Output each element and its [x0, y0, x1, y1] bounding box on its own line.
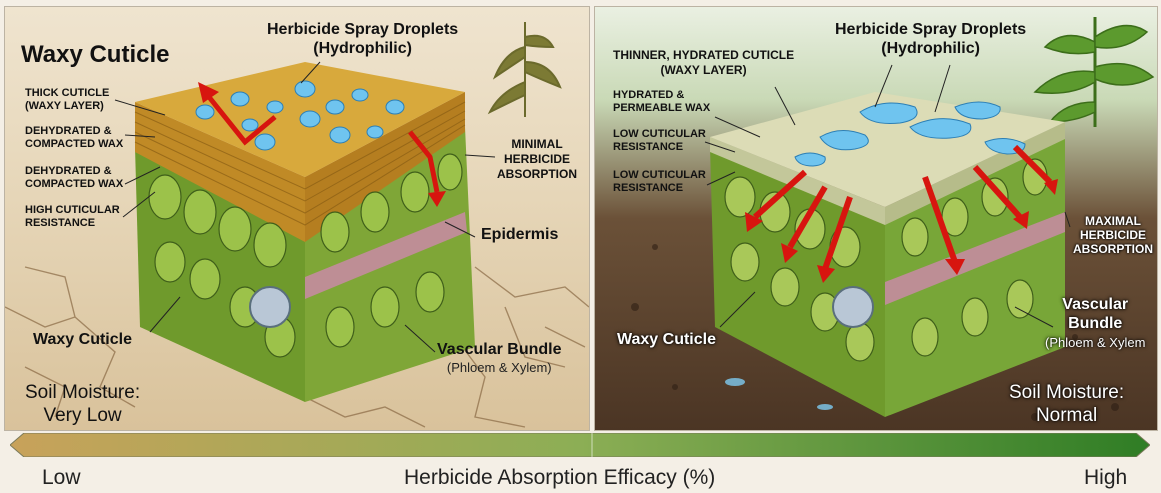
- left-spray-label: Herbicide Spray Droplets (Hydrophilic): [267, 20, 458, 58]
- left-spray-subtitle: (Hydrophilic): [267, 39, 458, 58]
- soil-water-drops: [725, 378, 833, 410]
- wilted-plant-icon: [490, 22, 560, 117]
- left-epidermis-label: Epidermis: [481, 226, 558, 244]
- right-maximal-absorption: MAXIMAL HERBICIDE ABSORPTION: [1073, 214, 1153, 256]
- left-callout-thick-cuticle: THICK CUTICLE (WAXY LAYER): [25, 87, 109, 113]
- left-vascular-title: Vascular Bundle: [437, 341, 562, 359]
- left-spray-title: Herbicide Spray Droplets: [267, 20, 458, 39]
- vascular-bundle-circle: [250, 287, 290, 327]
- right-vascular-label: Vascular Bundle (Phloem & Xylem: [1045, 295, 1145, 352]
- left-vascular-subtitle: (Phloem & Xylem): [437, 359, 562, 377]
- right-spray-label: Herbicide Spray Droplets (Hydrophilic): [835, 20, 1026, 58]
- right-callout-thinner-cuticle: THINNER, HYDRATED CUTICLE (WAXY LAYER): [613, 48, 794, 78]
- vascular-bundle-circle: [833, 287, 873, 327]
- right-callout-low-resistance-1: LOW CUTICULAR RESISTANCE: [613, 128, 706, 154]
- axis-low-label: Low: [42, 466, 81, 490]
- right-soil-moisture: Soil Moisture: Normal: [1009, 381, 1124, 427]
- right-callout-hydrated-wax: HYDRATED & PERMEABLE WAX: [613, 89, 710, 115]
- right-vascular-title: Vascular Bundle: [1045, 295, 1145, 333]
- left-vascular-label: Vascular Bundle (Phloem & Xylem): [437, 341, 562, 377]
- healthy-plant-icon: [1035, 17, 1153, 127]
- left-soil-moisture: Soil Moisture: Very Low: [25, 381, 140, 427]
- axis-title: Herbicide Absorption Efficacy (%): [404, 466, 715, 490]
- right-waxy-cuticle-bottom: Waxy Cuticle: [617, 331, 716, 349]
- left-callout-dehydrated-1: DEHYDRATED & COMPACTED WAX: [25, 125, 123, 151]
- left-waxy-cuticle-bottom: Waxy Cuticle: [33, 331, 132, 349]
- right-vascular-subtitle: (Phloem & Xylem: [1045, 333, 1145, 352]
- axis-high-label: High: [1084, 466, 1127, 490]
- left-title: Waxy Cuticle: [21, 41, 170, 69]
- left-callout-high-resistance: HIGH CUTICULAR RESISTANCE: [25, 204, 120, 230]
- left-callout-dehydrated-2: DEHYDRATED & COMPACTED WAX: [25, 165, 123, 191]
- right-callout-low-resistance-2: LOW CUTICULAR RESISTANCE: [613, 169, 706, 195]
- left-minimal-absorption: MINIMAL HERBICIDE ABSORPTION: [497, 137, 577, 182]
- efficacy-gradient-bar: [10, 433, 1150, 457]
- right-panel-normal-conditions: Herbicide Spray Droplets (Hydrophilic) T…: [594, 6, 1158, 431]
- right-spray-subtitle: (Hydrophilic): [835, 39, 1026, 58]
- left-panel-dry-conditions: Waxy Cuticle Herbicide Spray Droplets (H…: [4, 6, 590, 431]
- right-spray-title: Herbicide Spray Droplets: [835, 20, 1026, 39]
